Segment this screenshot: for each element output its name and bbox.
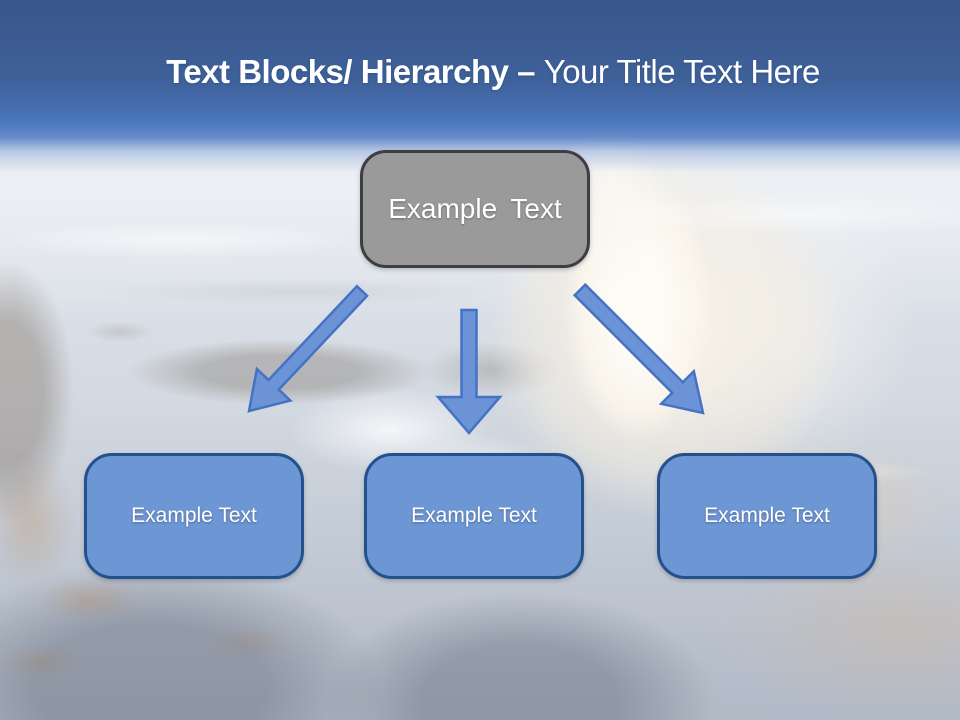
root-text-block[interactable]: Example Text [360,150,590,268]
child-text-block-3[interactable]: Example Text [657,453,877,579]
slide-title-bold: Text Blocks/ Hierarchy [166,53,509,90]
root-text-block-label: Example Text [388,193,562,224]
arrow-down-left-icon[interactable] [247,284,369,413]
arrow-down-right-icon[interactable] [572,282,705,415]
child-text-block-2[interactable]: Example Text [364,453,584,579]
child-text-block-1-label: Example Text [131,504,257,527]
child-text-block-2-label: Example Text [411,504,537,527]
child-text-block-3-label: Example Text [704,504,830,527]
arrow-down-icon[interactable] [435,308,503,435]
slide-title-separator: – [508,53,544,90]
slide-title-regular: Your Title Text Here [543,53,821,90]
child-text-block-1[interactable]: Example Text [84,453,304,579]
header-band [0,0,960,172]
slide-title: Text Blocks/ Hierarchy – Your Title Text… [13,50,960,94]
